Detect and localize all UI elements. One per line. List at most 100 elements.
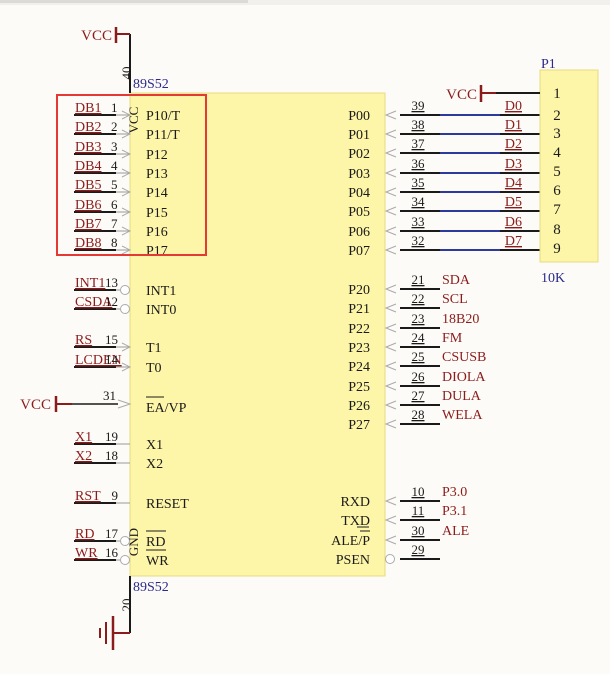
pin-arrow-icon (121, 129, 132, 139)
pin-name-p04: P04 (348, 186, 370, 201)
chip-body-89s52[interactable] (129, 92, 386, 577)
pin-number: 34 (412, 194, 426, 209)
pin-arrow-icon (384, 535, 397, 545)
net-label-sda: SDA (442, 273, 471, 288)
pin-number: 28 (412, 407, 425, 422)
connector-pin-number: 8 (553, 222, 561, 238)
pin-number: 17 (105, 526, 119, 541)
connector-value: 10K (541, 271, 565, 286)
inversion-bubble-icon (120, 304, 130, 314)
net-label-d1: D1 (505, 118, 522, 133)
net-label-rs: RS (75, 333, 92, 348)
pin-arrow-icon (384, 361, 397, 371)
pin-number: 15 (105, 332, 118, 347)
pin-number: 31 (103, 388, 116, 403)
pin-name-p24: P24 (348, 360, 370, 375)
chip-ref-top: 89S52 (133, 77, 169, 92)
pin-number: 39 (412, 98, 425, 113)
inversion-bubble-icon (120, 536, 130, 546)
pin-number: 30 (412, 523, 425, 538)
vcc-label-p1: VCC (446, 87, 477, 103)
pin-arrow-icon (384, 168, 397, 178)
pin-arrow-icon (384, 515, 397, 525)
pin-number: 6 (111, 197, 118, 212)
pin-arrow-icon (117, 399, 132, 409)
connector-pin-number: 3 (553, 126, 561, 142)
net-label-d2: D2 (505, 137, 522, 152)
net-label-p30: P3.0 (442, 485, 467, 500)
pin-name-t0: T0 (146, 361, 162, 376)
pin-number: 13 (105, 275, 118, 290)
pin-name-p07: P07 (348, 244, 370, 259)
pin-name-p06: P06 (348, 225, 370, 240)
net-label-db5: DB5 (75, 178, 101, 193)
inversion-bubble-icon (120, 555, 130, 565)
connector-pin-number: 4 (553, 145, 561, 161)
pin-name-p25: P25 (348, 380, 370, 395)
net-label-wela: WELA (442, 408, 483, 423)
connector-ref: P1 (541, 57, 556, 72)
pin-name-p20: P20 (348, 283, 370, 298)
pin-arrow-icon (384, 496, 397, 506)
pin-arrow-icon (384, 226, 397, 236)
pin-arrow-icon (121, 245, 132, 255)
connector-pin-number: 1 (553, 86, 561, 102)
pin-name-p23: P23 (348, 341, 370, 356)
pin-arrow-icon (384, 129, 397, 139)
pin-number: 7 (111, 216, 118, 231)
net-label-d6: D6 (505, 215, 522, 230)
gnd-pin-name: GND (126, 528, 141, 556)
net-label-db8: DB8 (75, 236, 101, 251)
pin-name-rxd: RXD (340, 495, 370, 510)
net-label-csusb: CSUSB (442, 350, 486, 365)
net-label-db1: DB1 (75, 101, 101, 116)
net-label-d4: D4 (505, 176, 522, 191)
net-label-diola: DIOLA (442, 370, 486, 385)
pin-name-p12: P12 (146, 148, 168, 163)
pin-number: 33 (412, 214, 425, 229)
pin-name-p26: P26 (348, 399, 370, 414)
connector-p1-body[interactable] (539, 69, 599, 263)
net-label-db4: DB4 (75, 159, 101, 174)
pin-number: 8 (111, 235, 118, 250)
pin-number: 11 (412, 503, 425, 518)
pin-name-p10t: P10/T (146, 109, 181, 124)
pin-number: 1 (111, 100, 118, 115)
net-label-fm: FM (442, 331, 463, 346)
pin-number: 9 (112, 488, 119, 503)
net-label-db2: DB2 (75, 120, 101, 135)
net-label-rst: RST (75, 489, 101, 504)
pin-arrow-icon (384, 342, 397, 352)
highlight-box-p1-port (56, 94, 207, 256)
connector-pin-number: 5 (553, 164, 561, 180)
vcc-pin-number: 40 (119, 67, 134, 80)
vcc-label-ea: VCC (20, 397, 51, 413)
pin-number: 14 (105, 352, 119, 367)
pin-number: 35 (412, 175, 425, 190)
pin-arrow-icon (121, 207, 132, 217)
net-label-db7: DB7 (75, 217, 101, 232)
pin-name-p14: P14 (146, 186, 168, 201)
pin-number: 21 (412, 272, 425, 287)
pin-name-p15: P15 (146, 206, 168, 221)
pin-name-x2: X2 (146, 457, 163, 472)
pin-name-t1: T1 (146, 341, 162, 356)
pin-number: 29 (412, 542, 425, 557)
net-label-ale: ALE (442, 524, 469, 539)
pin-number: 3 (111, 139, 118, 154)
pin-name-p21: P21 (348, 302, 370, 317)
pin-arrow-icon (384, 110, 397, 120)
pin-name-p22: P22 (348, 322, 370, 337)
pin-name-int0: INT0 (146, 303, 176, 318)
pin-name-psen: PSEN (336, 553, 370, 568)
connector-pin-number: 2 (553, 108, 561, 124)
pin-name-p05: P05 (348, 205, 370, 220)
net-label-d5: D5 (505, 195, 522, 210)
pin-arrow-icon (384, 284, 397, 294)
net-label-x1: X1 (75, 430, 92, 445)
pin-number: 5 (111, 177, 118, 192)
pin-number: 10 (412, 484, 425, 499)
pin-number: 24 (412, 330, 426, 345)
net-label-scl: SCL (442, 292, 468, 307)
